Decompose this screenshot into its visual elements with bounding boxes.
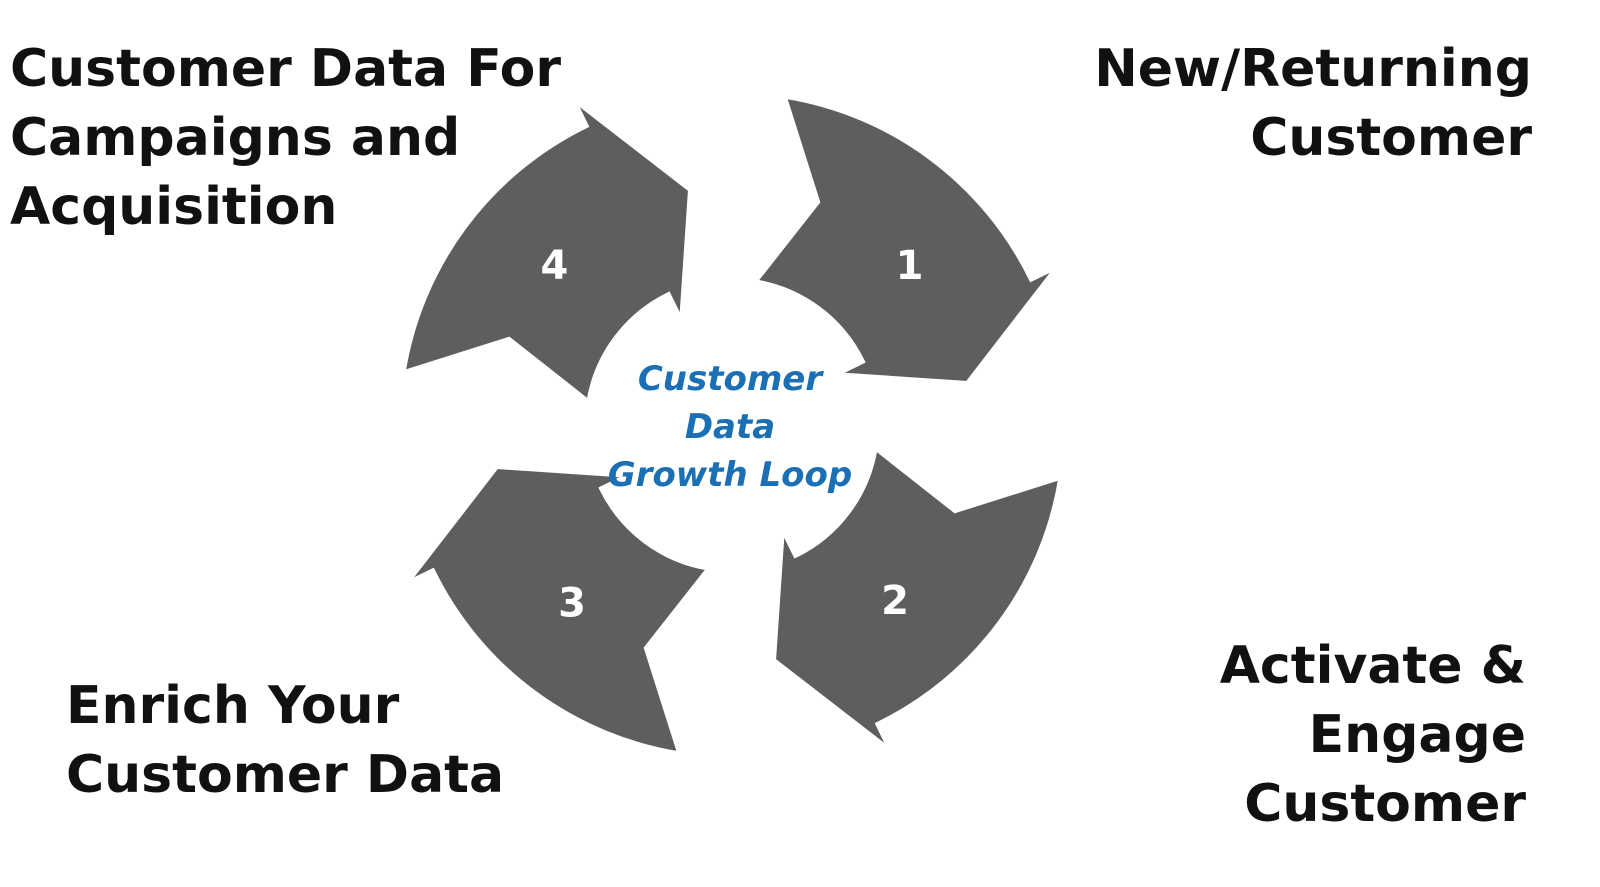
center-title-line-1: Customer <box>637 359 823 399</box>
stage-2-label-line-2: Engage <box>1308 705 1526 765</box>
loop-arrow-1 <box>750 92 1061 387</box>
loop-arrow-4 <box>399 96 694 407</box>
stage-3-label-line-2: Customer Data <box>66 745 505 805</box>
stage-2-label: Activate & Engage Customer <box>1220 632 1526 839</box>
stage-1-label-line-1: New/Returning <box>1094 39 1532 99</box>
stage-number-2: 2 <box>881 578 909 624</box>
loop-arrow-3 <box>403 463 714 758</box>
stage-1-label: New/Returning Customer <box>1094 35 1532 173</box>
stage-3-label: Enrich Your Customer Data <box>66 672 504 810</box>
stage-4-label-line-1: Customer Data For <box>10 39 562 99</box>
stage-4-label-line-3: Acquisition <box>10 177 338 237</box>
stage-1-label-line-2: Customer <box>1250 108 1532 168</box>
center-title: Customer Data Growth Loop <box>580 355 880 499</box>
loop-arrow-2 <box>770 443 1065 754</box>
stage-2-label-line-3: Customer <box>1244 774 1526 834</box>
stage-number-1: 1 <box>896 243 924 289</box>
stage-number-4: 4 <box>540 243 568 289</box>
stage-4-label: Customer Data For Campaigns and Acquisit… <box>10 35 561 242</box>
stage-2-label-line-1: Activate & <box>1219 636 1526 696</box>
stage-number-3: 3 <box>558 581 586 627</box>
center-title-line-3: Growth Loop <box>607 455 853 495</box>
stage-4-label-line-2: Campaigns and <box>10 108 461 168</box>
center-title-line-2: Data <box>684 407 776 447</box>
stage-3-label-line-1: Enrich Your <box>66 676 400 736</box>
